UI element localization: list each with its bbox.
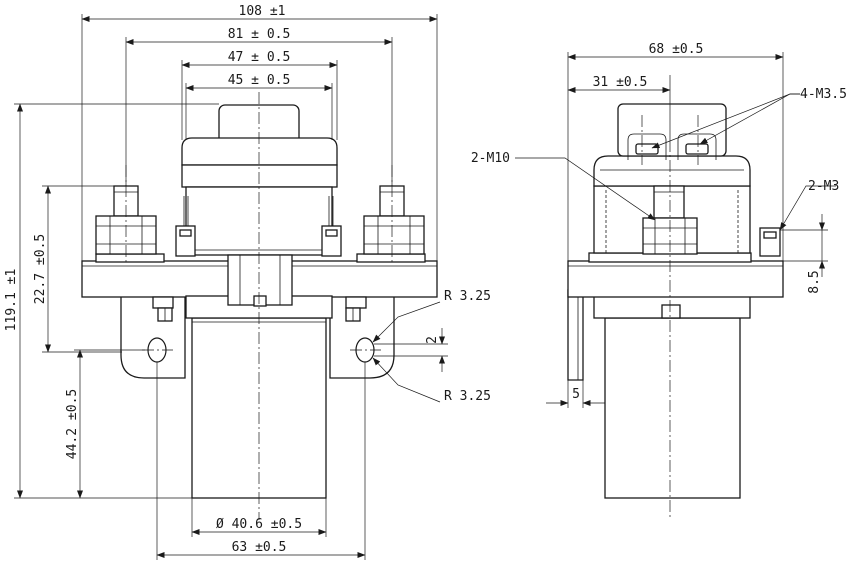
label-main-studs: 2-M10 [471, 151, 510, 166]
dim-terminal-spacing: 81 ± 0.5 [228, 27, 291, 42]
dim-hole-height: 44.2 ±0.5 [65, 389, 80, 459]
cover-shoulder [181, 137, 338, 166]
dim-cover-width: 47 ± 0.5 [228, 50, 291, 65]
dim-body-diameter: Ø 40.6 ±0.5 [216, 517, 302, 532]
cover-body [181, 164, 338, 188]
label-aux-screws: 2-M3 [808, 179, 839, 194]
dim-radius-bottom: R 3.25 [444, 389, 491, 404]
dim-width-overall: 108 ±1 [239, 4, 286, 19]
dim-slot: 2 [425, 336, 440, 344]
side-view: 68 ±0.5 31 ±0.5 4-M3.5 2-M10 2-M3 8.5 5 [471, 42, 847, 520]
label-coil-screws: 4-M3.5 [800, 87, 847, 102]
dim-offset: 31 ±0.5 [593, 75, 648, 90]
side-bracket [567, 289, 584, 381]
side-cover [593, 155, 751, 187]
side-cover-top [617, 103, 727, 157]
side-coil-cylinder [604, 317, 741, 499]
front-view: 108 ±1 81 ± 0.5 47 ± 0.5 45 ± 0.5 119.1 … [4, 4, 491, 560]
side-base-flange [567, 260, 784, 298]
dim-total-height: 119.1 ±1 [4, 269, 19, 332]
dim-hole-spacing: 63 ±0.5 [232, 540, 287, 555]
center-bracket [227, 254, 293, 306]
coil-screw-left [635, 143, 659, 155]
right-main-terminal [363, 185, 425, 255]
coil-screw-right [685, 143, 709, 155]
dim-flange-height: 8.5 [807, 270, 822, 293]
dim-bracket: 5 [572, 387, 580, 402]
dim-radius-top: R 3.25 [444, 289, 491, 304]
dim-cover-inner: 45 ± 0.5 [228, 73, 291, 88]
dim-depth: 68 ±0.5 [649, 42, 704, 57]
dim-terminal-height: 22.7 ±0.5 [33, 234, 48, 304]
